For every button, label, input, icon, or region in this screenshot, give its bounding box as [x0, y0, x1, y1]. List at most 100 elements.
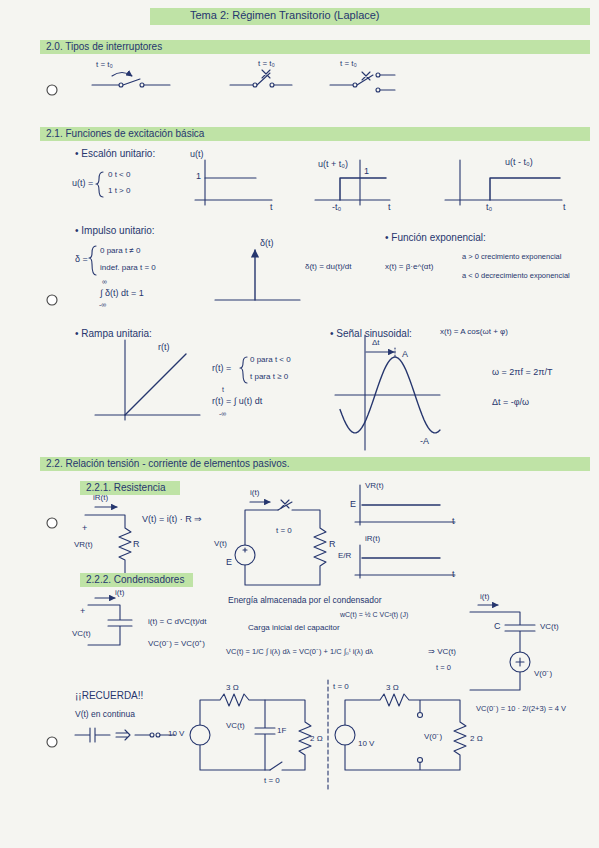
ink-stroke	[255, 700, 275, 770]
section-heading: 2.1. Funciones de excitación básica	[46, 128, 584, 140]
ink-stroke	[345, 694, 466, 770]
section-band: 2.2.1. Resistencia	[80, 481, 180, 495]
ink-stroke	[125, 354, 186, 415]
ink-stroke	[96, 172, 103, 197]
ink-stroke	[95, 597, 115, 598]
handwritten-label: +	[82, 524, 87, 534]
handwritten-label: 1	[196, 172, 201, 182]
ink-stroke	[510, 652, 530, 672]
handwritten-label: R	[329, 540, 336, 550]
handwritten-label: E	[350, 500, 356, 510]
handwritten-label: VC(t)	[72, 630, 91, 639]
handwritten-label: u(t) =	[72, 179, 93, 189]
section-heading: 2.2.2. Condensadores	[86, 574, 187, 586]
ink-stroke	[88, 605, 132, 645]
handwritten-label: V(t)	[214, 540, 227, 549]
ink-stroke	[95, 506, 117, 507]
handwritten-label: u(t - t₀)	[505, 158, 533, 168]
handwritten-label: VR(t)	[74, 541, 93, 550]
ink-stroke	[240, 357, 247, 383]
handwritten-label: u(t)	[190, 150, 204, 160]
handwritten-label: iR(t)	[365, 535, 380, 544]
switch-symbols	[92, 70, 395, 92]
handwritten-label: t	[452, 517, 455, 527]
handwritten-label: u(t + t₀)	[318, 160, 348, 170]
ink-stroke	[355, 545, 455, 578]
ink-stroke	[335, 725, 355, 745]
resistor-circuit	[85, 485, 455, 585]
ink-stroke	[150, 733, 154, 737]
handwritten-label: Energía almacenada por el condensador	[228, 596, 382, 605]
ink-stroke	[340, 178, 386, 200]
handwritten-label: 10 V	[168, 730, 184, 739]
handwritten-label: t = 0	[333, 683, 349, 692]
page-title: Tema 2: Régimen Transitorio (Laplace)	[190, 9, 380, 21]
sinusoid-axes	[335, 335, 440, 450]
section-band: 2.2.2. Condensadores	[80, 573, 193, 587]
handwritten-label: r(t)	[158, 343, 170, 353]
section-band: 2.1. Funciones de excitación básica	[40, 127, 590, 141]
ink-stroke	[215, 299, 300, 300]
ink-stroke	[95, 340, 200, 420]
ink-stroke	[376, 73, 380, 77]
handwritten-label: t para t ≥ 0	[250, 373, 288, 382]
handwritten-label: Δt	[372, 339, 380, 348]
ink-stroke	[47, 85, 57, 95]
section-heading: 2.2.1. Resistencia	[86, 482, 174, 494]
handwritten-label: t	[563, 203, 566, 213]
handwritten-label: VC(0⁻) = VC(0⁺)	[148, 640, 205, 649]
ink-stroke	[89, 246, 96, 275]
sinusoid-curve	[340, 357, 440, 433]
ink-stroke	[243, 548, 247, 552]
handwritten-label: t₀	[486, 203, 492, 213]
ink-stroke	[315, 160, 390, 205]
ink-stroke	[92, 79, 170, 85]
handwritten-label: VR(t)	[365, 482, 384, 491]
handwritten-label: 3 Ω	[226, 684, 239, 693]
ink-stroke	[394, 348, 395, 357]
handwritten-label: -∞	[99, 301, 106, 309]
handwritten-label: Δt = -φ/ω	[492, 398, 529, 408]
punch-holes	[47, 85, 57, 747]
handwritten-label: R	[133, 540, 140, 550]
handwritten-label: ∞	[102, 278, 107, 286]
handwritten-label: i(t)	[480, 593, 489, 602]
handwritten-label: VC(0⁻) = 10 · 2/(2+3) = 4 V	[476, 705, 566, 713]
handwritten-label: t	[388, 203, 391, 213]
ink-stroke	[47, 737, 57, 747]
handwritten-label: 2 Ω	[310, 735, 323, 744]
ink-stroke	[250, 501, 270, 502]
ink-stroke	[445, 160, 562, 205]
step-graphs	[96, 160, 562, 205]
handwritten-label: r(t) = ∫ u(t) dt	[212, 397, 262, 407]
impulse-graph	[89, 246, 300, 300]
handwritten-label: A	[402, 350, 408, 360]
handwritten-label: 1	[364, 167, 369, 177]
handwritten-label: V(t) = i(t) · R ⇒	[142, 515, 202, 525]
handwritten-label: VC(t)	[226, 722, 245, 731]
handwritten-label: -∞	[219, 410, 226, 418]
title-highlight	[150, 8, 590, 25]
ink-stroke	[362, 557, 440, 558]
handwritten-label: 0 para t < 0	[250, 356, 291, 365]
handwritten-label: VC(t)	[540, 623, 559, 632]
handwritten-label: i(t)	[250, 489, 259, 498]
ink-stroke	[75, 728, 175, 742]
ink-stroke	[353, 83, 357, 87]
section-band: 2.2. Relación tensión - corriente de ele…	[40, 457, 590, 471]
ink-stroke	[195, 160, 272, 205]
handwritten-label: VC(t) = 1/C ∫ i(λ) dλ = VC(0⁻) + 1/C ∫₀ᵗ…	[226, 648, 373, 656]
ink-stroke	[281, 500, 289, 508]
handwritten-label: x(t) = β·e^(αt)	[385, 263, 433, 272]
handwritten-label: ∫ δ(t) dt = 1	[100, 289, 144, 299]
ink-stroke	[235, 545, 255, 565]
handwritten-label: V(0⁻)	[534, 670, 552, 679]
handwritten-label: ω = 2πf = 2π/T	[492, 368, 552, 378]
handwritten-label: t	[270, 203, 273, 213]
handwritten-label: E	[226, 558, 232, 568]
handwritten-label: • Función exponencial:	[385, 232, 486, 243]
handwritten-label: ⇒ VC(t)	[428, 648, 456, 657]
handwritten-label: E/R	[338, 552, 351, 561]
handwritten-label: i(t)	[115, 589, 124, 598]
ink-stroke	[330, 75, 395, 90]
